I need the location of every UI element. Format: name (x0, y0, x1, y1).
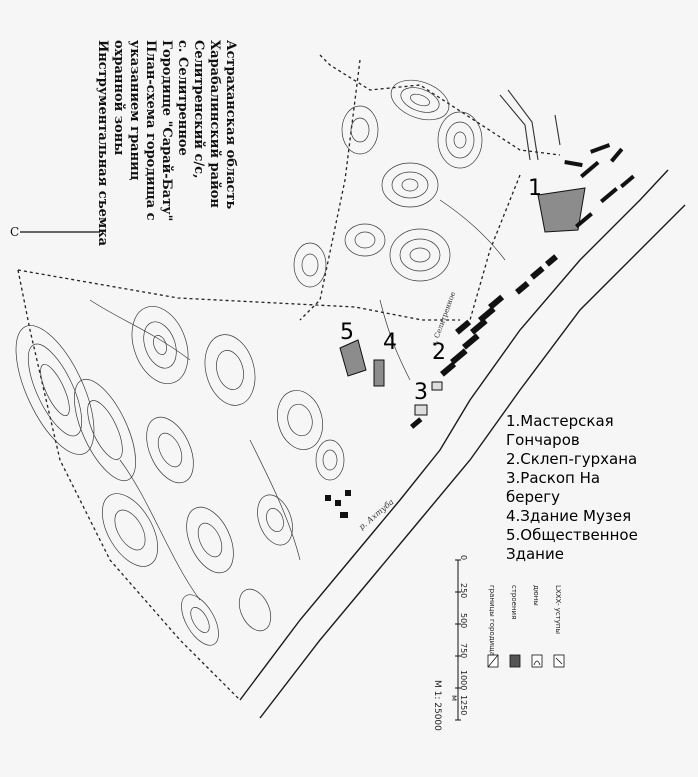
title-council: Селитренский с/с, (191, 40, 206, 179)
scale-tick-750: 750 (459, 643, 468, 659)
title-boundaries: указанием границ (127, 40, 142, 181)
site-number-4: 4 (383, 330, 397, 355)
site-2-crypt (431, 381, 443, 391)
scale-tick-0: 0 (459, 555, 468, 561)
scale-bar-graphic (455, 559, 461, 721)
scale-tick-500: 500 (459, 613, 468, 629)
site-features (339, 187, 586, 416)
scale-tick-1250: 1250 м (450, 695, 468, 716)
buildings-swatch (509, 654, 521, 668)
legend-line-3: 2.Склеп-гурхана (506, 450, 638, 468)
legend-boundary-label: границы городища (488, 585, 496, 657)
legend-dunes-label: дюны (532, 585, 540, 606)
road (499, 89, 561, 161)
legend-line-4: 3.Раскоп На (506, 469, 601, 487)
site-1-workshop (537, 187, 586, 233)
legend-line-1: 1.Мастерская (506, 412, 614, 430)
site-5-building (339, 339, 367, 377)
site-number-2: 2 (432, 340, 446, 365)
scale-ratio-text: М 1: 25000 (432, 680, 442, 731)
legend-line-6: 4.Здание Музея (506, 507, 632, 525)
legend-buildings-label: строения (510, 585, 518, 620)
legend-line-2: Гончаров (506, 431, 580, 449)
site-legend: 1.Мастерская Гончаров 2.Склеп-гурхана 3.… (506, 412, 638, 564)
site-number-5: 5 (340, 320, 354, 345)
contour-lines (15, 79, 506, 646)
site-boundary (17, 54, 561, 701)
map-legend: границы городища строения дюны LXXX- уст… (482, 585, 582, 695)
legend-ledges-label: LXXX- уступы (554, 585, 562, 635)
legend-line-7: 5.Общественное (506, 526, 638, 544)
legend-swatches (487, 654, 565, 668)
title-district: Харабалинский район (207, 40, 222, 208)
north-label: С (10, 225, 20, 239)
legend-line-8: Здание (506, 545, 564, 563)
title-survey: Инструментальная съемка (95, 40, 110, 247)
scale-tick-250: 250 (459, 583, 468, 599)
riverbank (239, 169, 686, 719)
title-site: Городище "Сарай-Бату" (159, 40, 174, 222)
title-protection: охранной зоны (111, 40, 126, 156)
title-region: Астраханская область (223, 40, 238, 210)
title-village: с. Селитренное (175, 40, 190, 156)
site-number-1: 1 (528, 176, 542, 201)
legend-line-5: берегу (506, 488, 560, 506)
village-buildings (325, 143, 635, 518)
site-number-3: 3 (414, 380, 428, 405)
site-4-museum (373, 359, 385, 387)
scale-ratio: М 1: 25000 (426, 680, 446, 750)
map-title-block: Астраханская область Харабалинский район… (78, 40, 238, 290)
scale-tick-1000: 1000 (459, 670, 468, 691)
title-plan: План-схема городища с (143, 40, 158, 221)
site-3-excavation (414, 404, 428, 416)
